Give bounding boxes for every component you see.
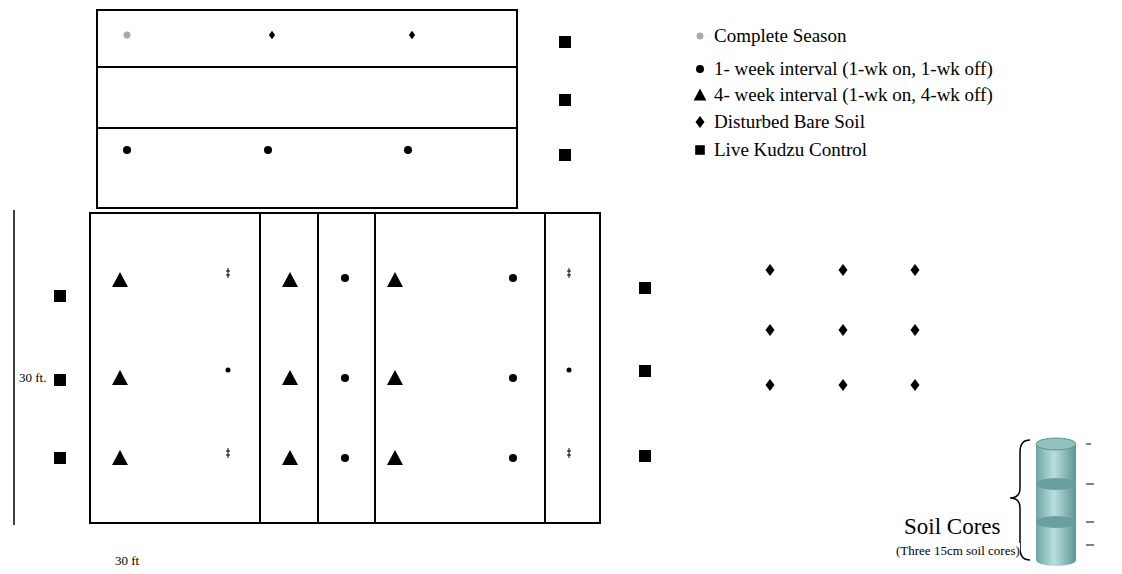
label-box: (Three 15cm soil cores): [896, 543, 1020, 559]
legend-text: Complete Season: [714, 25, 846, 46]
brace: [1010, 440, 1030, 560]
depth-ticks: [1086, 444, 1094, 545]
bare-soil-grid: [766, 264, 920, 391]
dimension-line: [13, 210, 15, 525]
soil-core-cylinder: [1036, 438, 1076, 566]
legend-text: 4- week interval (1-wk on, 4-wk off): [714, 84, 993, 105]
label-box: 30 ft.: [19, 370, 46, 386]
legend-entry: Live Kudzu Control: [714, 139, 867, 161]
callout-label: Soil Cores: [904, 514, 1000, 539]
legend-entry: Disturbed Bare Soil: [714, 111, 865, 133]
legend-entry: 1- week interval (1-wk on, 1-wk off): [714, 58, 993, 80]
dimension-label: 30 ft: [115, 553, 139, 568]
label-box: 30 ft: [115, 553, 139, 569]
legend-symbols: [694, 33, 707, 155]
legend-text: Disturbed Bare Soil: [714, 111, 865, 132]
plot-markers: [123, 31, 571, 161]
label-box: Soil Cores: [904, 514, 1000, 540]
plot-markers: [54, 268, 651, 465]
bottom-plot: [90, 213, 600, 523]
top-plot: [97, 10, 517, 208]
dimension-label: 30 ft.: [19, 370, 46, 385]
legend-text: Live Kudzu Control: [714, 139, 867, 160]
legend-text: 1- week interval (1-wk on, 1-wk off): [714, 58, 993, 79]
note-label: (Three 15cm soil cores): [896, 543, 1020, 558]
legend-entry: Complete Season: [714, 25, 846, 47]
legend-entry: 4- week interval (1-wk on, 4-wk off): [714, 84, 993, 106]
